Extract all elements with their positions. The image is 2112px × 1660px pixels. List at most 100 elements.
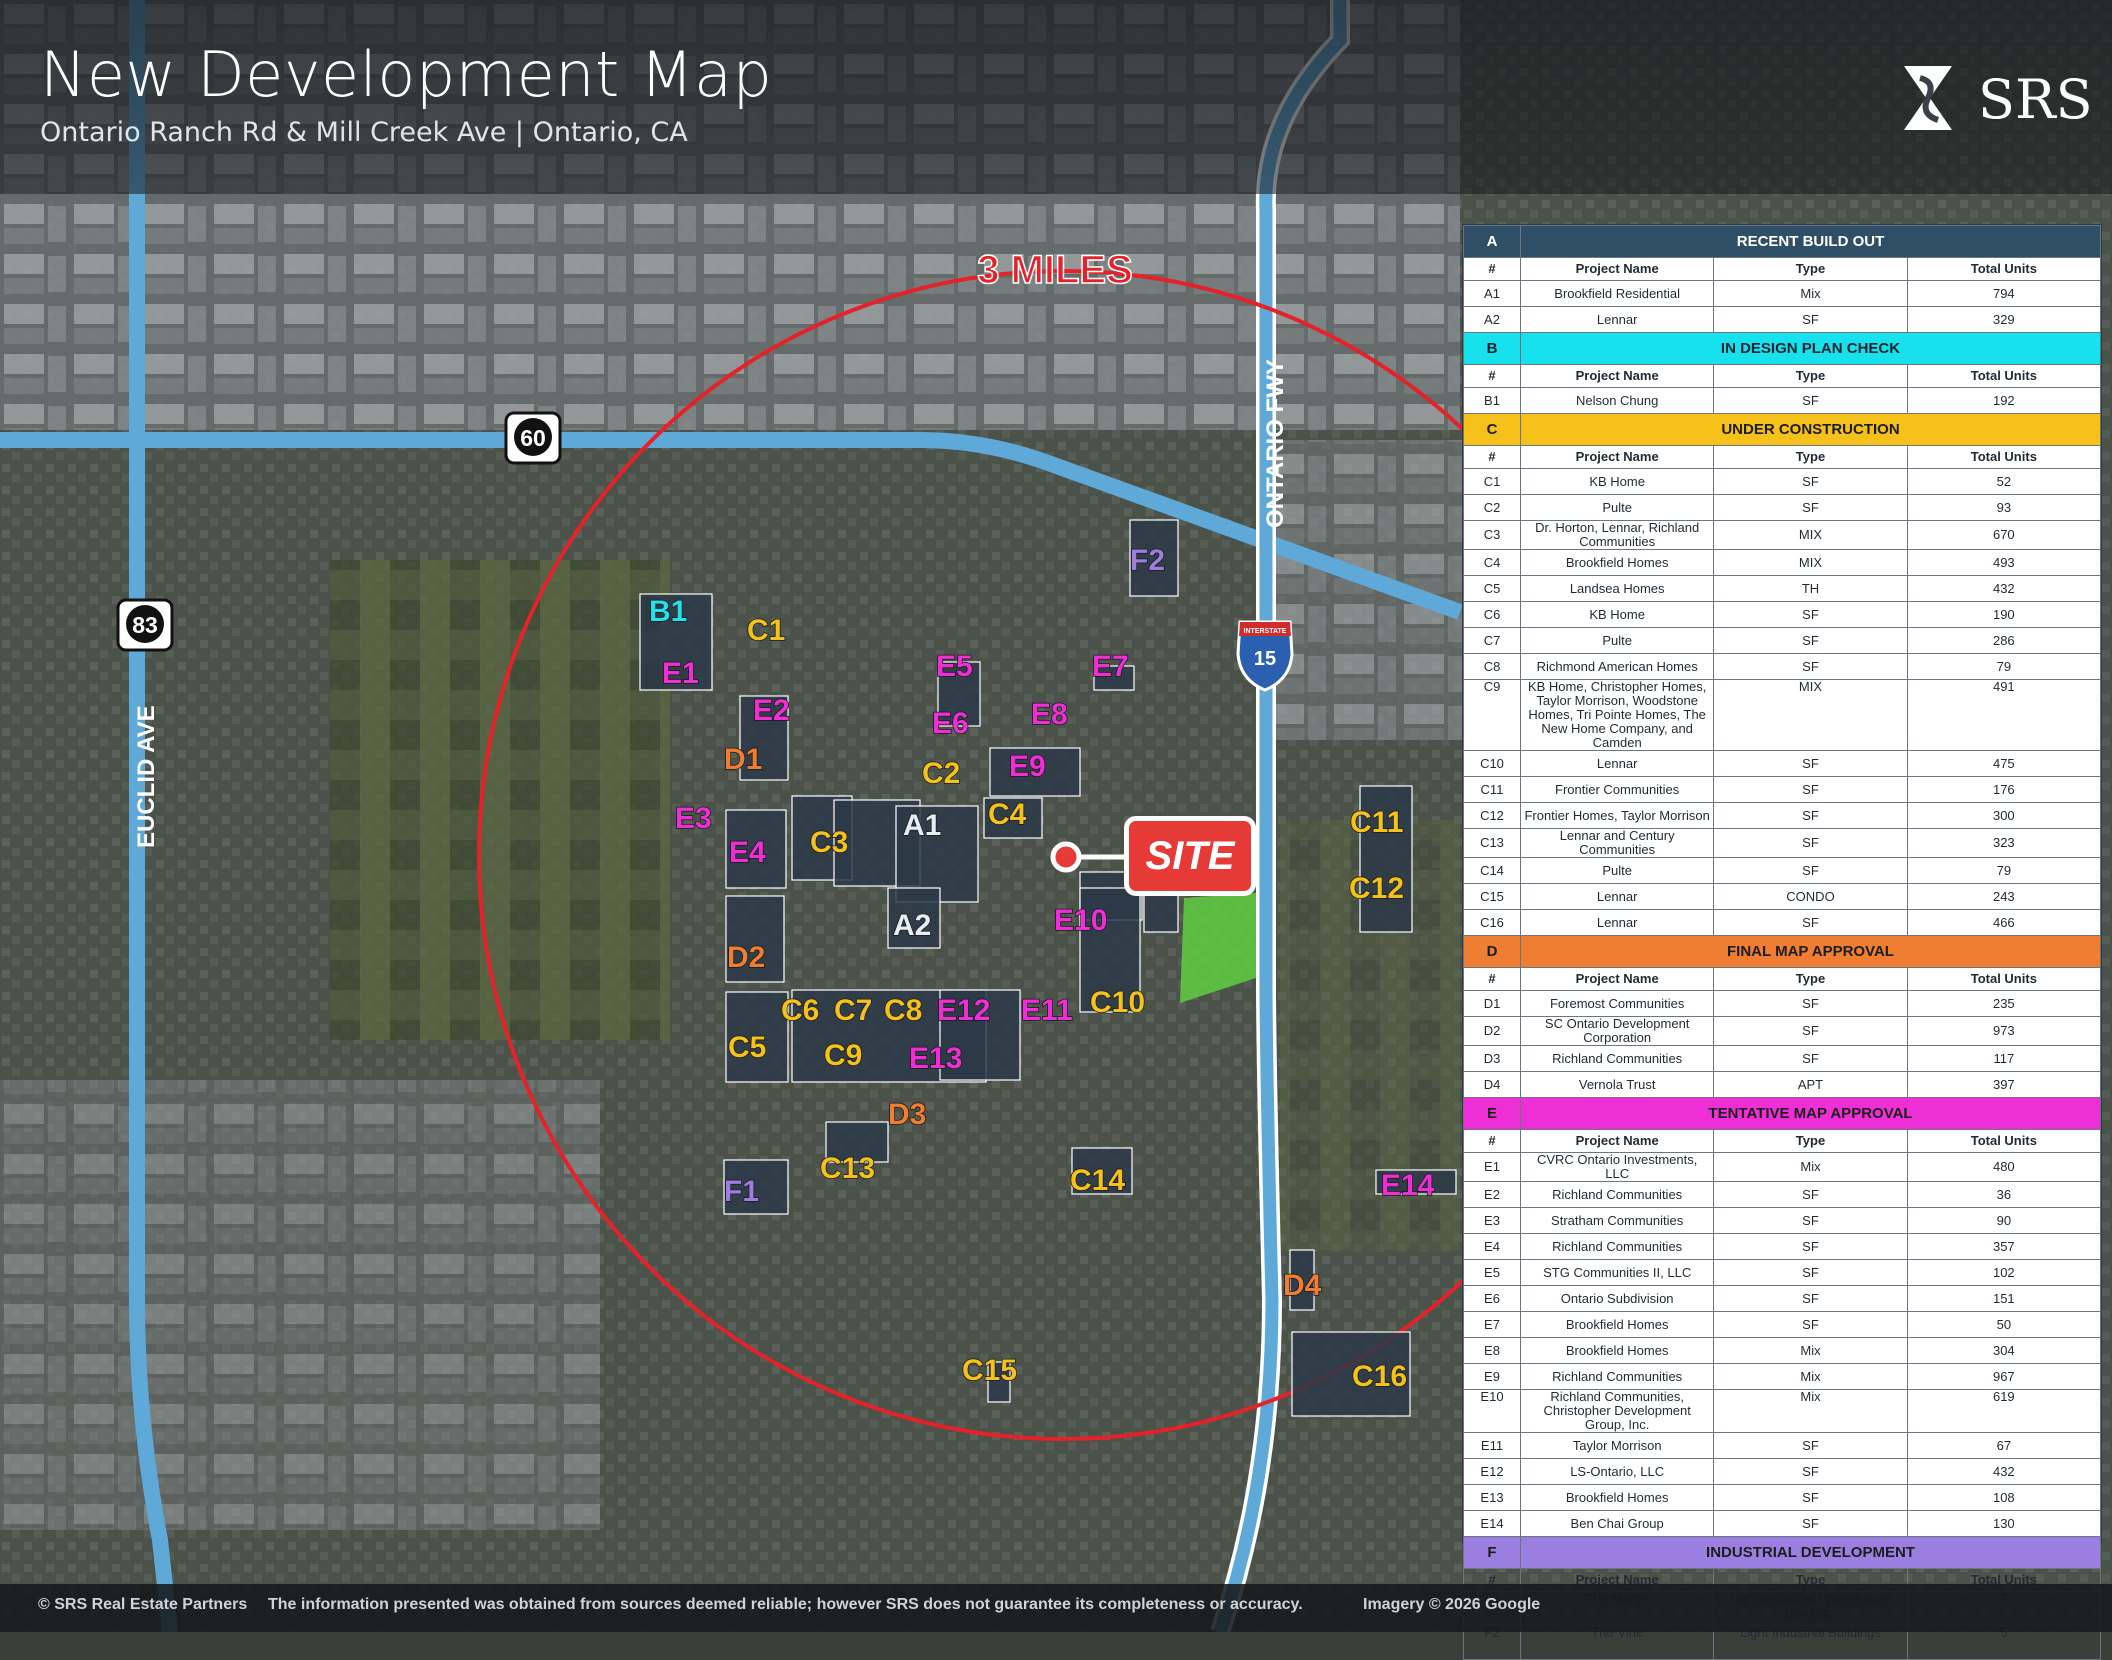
marker-A1[interactable]: A1: [902, 808, 942, 843]
row-id: C6: [1463, 601, 1521, 628]
marker-E14[interactable]: E14: [1380, 1168, 1435, 1203]
page-title: New Development Map: [40, 38, 773, 111]
row-id: C1: [1463, 468, 1521, 495]
marker-C11[interactable]: C11: [1349, 805, 1404, 840]
marker-F2[interactable]: F2: [1129, 543, 1166, 578]
row-type: SF: [1713, 1233, 1908, 1260]
marker-D4[interactable]: D4: [1282, 1268, 1322, 1303]
row-type: MIX: [1713, 520, 1908, 550]
row-id: C8: [1463, 653, 1521, 680]
marker-C15[interactable]: C15: [961, 1353, 1018, 1388]
row-project-name: Frontier Homes, Taylor Morrison: [1519, 802, 1715, 829]
marker-B1[interactable]: B1: [648, 594, 688, 629]
row-type: Mix: [1713, 1152, 1908, 1182]
marker-E13[interactable]: E13: [908, 1041, 963, 1076]
marker-E10[interactable]: E10: [1053, 903, 1108, 938]
section-key: B: [1463, 332, 1521, 365]
marker-C1[interactable]: C1: [746, 613, 786, 648]
marker-D2[interactable]: D2: [726, 940, 766, 975]
marker-C3[interactable]: C3: [809, 825, 849, 860]
marker-E4[interactable]: E4: [728, 835, 767, 870]
marker-D3[interactable]: D3: [887, 1097, 927, 1132]
marker-E8[interactable]: E8: [1030, 697, 1068, 732]
row-type: TH: [1713, 575, 1908, 602]
marker-C13[interactable]: C13: [819, 1151, 876, 1186]
marker-F1[interactable]: F1: [723, 1174, 760, 1209]
row-units: 79: [1906, 653, 2102, 680]
marker-A2[interactable]: A2: [892, 908, 932, 943]
marker-C5[interactable]: C5: [727, 1030, 767, 1065]
marker-C12[interactable]: C12: [1348, 871, 1405, 906]
row-project-name: Brookfield Homes: [1519, 1484, 1715, 1511]
row-project-name: Richland Communities: [1519, 1233, 1715, 1260]
marker-C2[interactable]: C2: [921, 756, 961, 791]
marker-E12[interactable]: E12: [936, 993, 991, 1028]
marker-C4[interactable]: C4: [987, 797, 1027, 832]
column-header-type: Type: [1713, 967, 1908, 991]
marker-C14[interactable]: C14: [1069, 1163, 1126, 1198]
row-id: D3: [1463, 1045, 1521, 1072]
marker-E7[interactable]: E7: [1091, 649, 1129, 684]
row-type: SF: [1713, 1484, 1908, 1511]
marker-C8[interactable]: C8: [883, 993, 923, 1028]
site-pin[interactable]: [1050, 841, 1082, 873]
marker-E11[interactable]: E11: [1020, 993, 1073, 1028]
marker-E5[interactable]: E5: [935, 649, 973, 684]
marker-C9[interactable]: C9: [823, 1038, 863, 1073]
marker-D1[interactable]: D1: [723, 742, 763, 777]
row-units: 300: [1906, 802, 2102, 829]
marker-E1[interactable]: E1: [661, 656, 699, 691]
row-units: 151: [1906, 1285, 2102, 1312]
marker-E3[interactable]: E3: [674, 801, 712, 836]
column-header-num: #: [1463, 445, 1521, 469]
marker-C16[interactable]: C16: [1351, 1359, 1408, 1394]
marker-E2[interactable]: E2: [752, 693, 790, 728]
row-id: C11: [1463, 776, 1521, 803]
marker-C6[interactable]: C6: [780, 993, 820, 1028]
marker-E6[interactable]: E6: [931, 706, 969, 741]
site-label[interactable]: SITE: [1124, 816, 1256, 896]
marker-C7[interactable]: C7: [833, 993, 873, 1028]
marker-E9[interactable]: E9: [1008, 749, 1046, 784]
marker-C10[interactable]: C10: [1089, 985, 1146, 1020]
